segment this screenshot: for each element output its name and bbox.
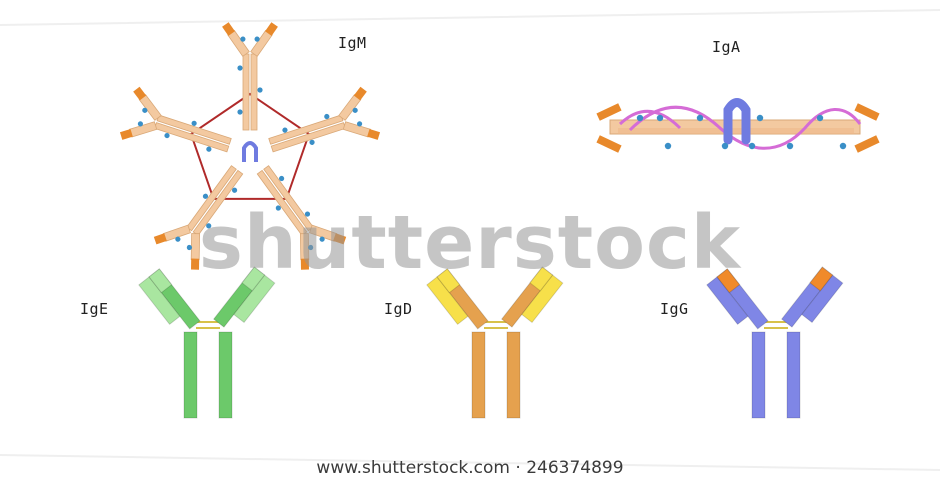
footer-separator: · — [515, 458, 520, 478]
igm-arm — [119, 117, 157, 140]
iga-site-dot — [657, 115, 663, 121]
ige-antibody — [139, 267, 275, 418]
igm-arm-body — [130, 122, 157, 137]
iga-label: IgA — [712, 38, 741, 56]
iga-site-dot — [757, 115, 763, 121]
igm-arm-body — [251, 30, 272, 56]
igm-monomer — [222, 20, 278, 130]
iga-body-bar-2 — [618, 128, 854, 134]
igm-arm — [247, 20, 278, 57]
iga-site-dot — [722, 143, 728, 149]
iga-tip-right-top — [854, 103, 879, 120]
iga-site-dot — [840, 143, 846, 149]
hinge — [764, 322, 788, 328]
igm-arm-body — [343, 122, 370, 137]
iga-site-dot — [697, 115, 703, 121]
heavy-chain-stem — [507, 332, 520, 418]
iga-site-dot — [749, 143, 755, 149]
igm-disulfide-ring — [191, 94, 309, 199]
iga-tip-left-bottom — [596, 135, 621, 152]
igm-arm-tip — [367, 129, 380, 140]
hinge — [196, 322, 220, 328]
igm-monomer — [262, 85, 384, 172]
heavy-chain-stem — [219, 332, 232, 418]
igm-site-dot — [237, 65, 242, 70]
igm-arm-body — [339, 95, 361, 121]
igm-heavy-chain — [251, 54, 257, 130]
watermark: shutterstock — [0, 200, 940, 286]
igm-site-dot — [257, 87, 262, 92]
igm-arm-tip — [120, 129, 133, 140]
footer-image-id: 246374899 — [526, 458, 623, 478]
antibody-monomers — [139, 267, 843, 418]
iga-tip-left-top — [596, 103, 621, 120]
igm-arm — [222, 20, 253, 57]
igm-monomer — [115, 85, 237, 172]
iga-site-dot — [665, 143, 671, 149]
footer: www.shutterstock.com · 246374899 — [0, 458, 940, 478]
hinge — [484, 322, 508, 328]
heavy-chain-stem — [787, 332, 800, 418]
heavy-chain-stem — [472, 332, 485, 418]
igg-antibody — [707, 267, 843, 418]
igm-arm-body — [139, 95, 161, 121]
igm-arm — [339, 87, 371, 123]
iga-dimer — [596, 103, 879, 153]
ige-label: IgE — [80, 300, 109, 318]
j-chain-igm — [244, 143, 256, 162]
igm-label: IgM — [338, 34, 367, 52]
heavy-chain-stem — [184, 332, 197, 418]
igm-arm-body — [228, 30, 249, 56]
igg-label: IgG — [660, 300, 689, 318]
igm-arm — [343, 117, 381, 140]
iga-tip-right-bottom — [854, 135, 879, 152]
heavy-chain-stem — [752, 332, 765, 418]
iga-site-dot — [637, 115, 643, 121]
igm-heavy-chain — [243, 54, 249, 130]
footer-site: www.shutterstock.com — [316, 458, 510, 478]
igd-antibody — [427, 267, 563, 418]
igd-label: IgD — [384, 300, 413, 318]
iga-site-dot — [817, 115, 823, 121]
igm-arm — [129, 87, 161, 123]
igm-site-dot — [237, 109, 242, 114]
iga-site-dot — [787, 143, 793, 149]
